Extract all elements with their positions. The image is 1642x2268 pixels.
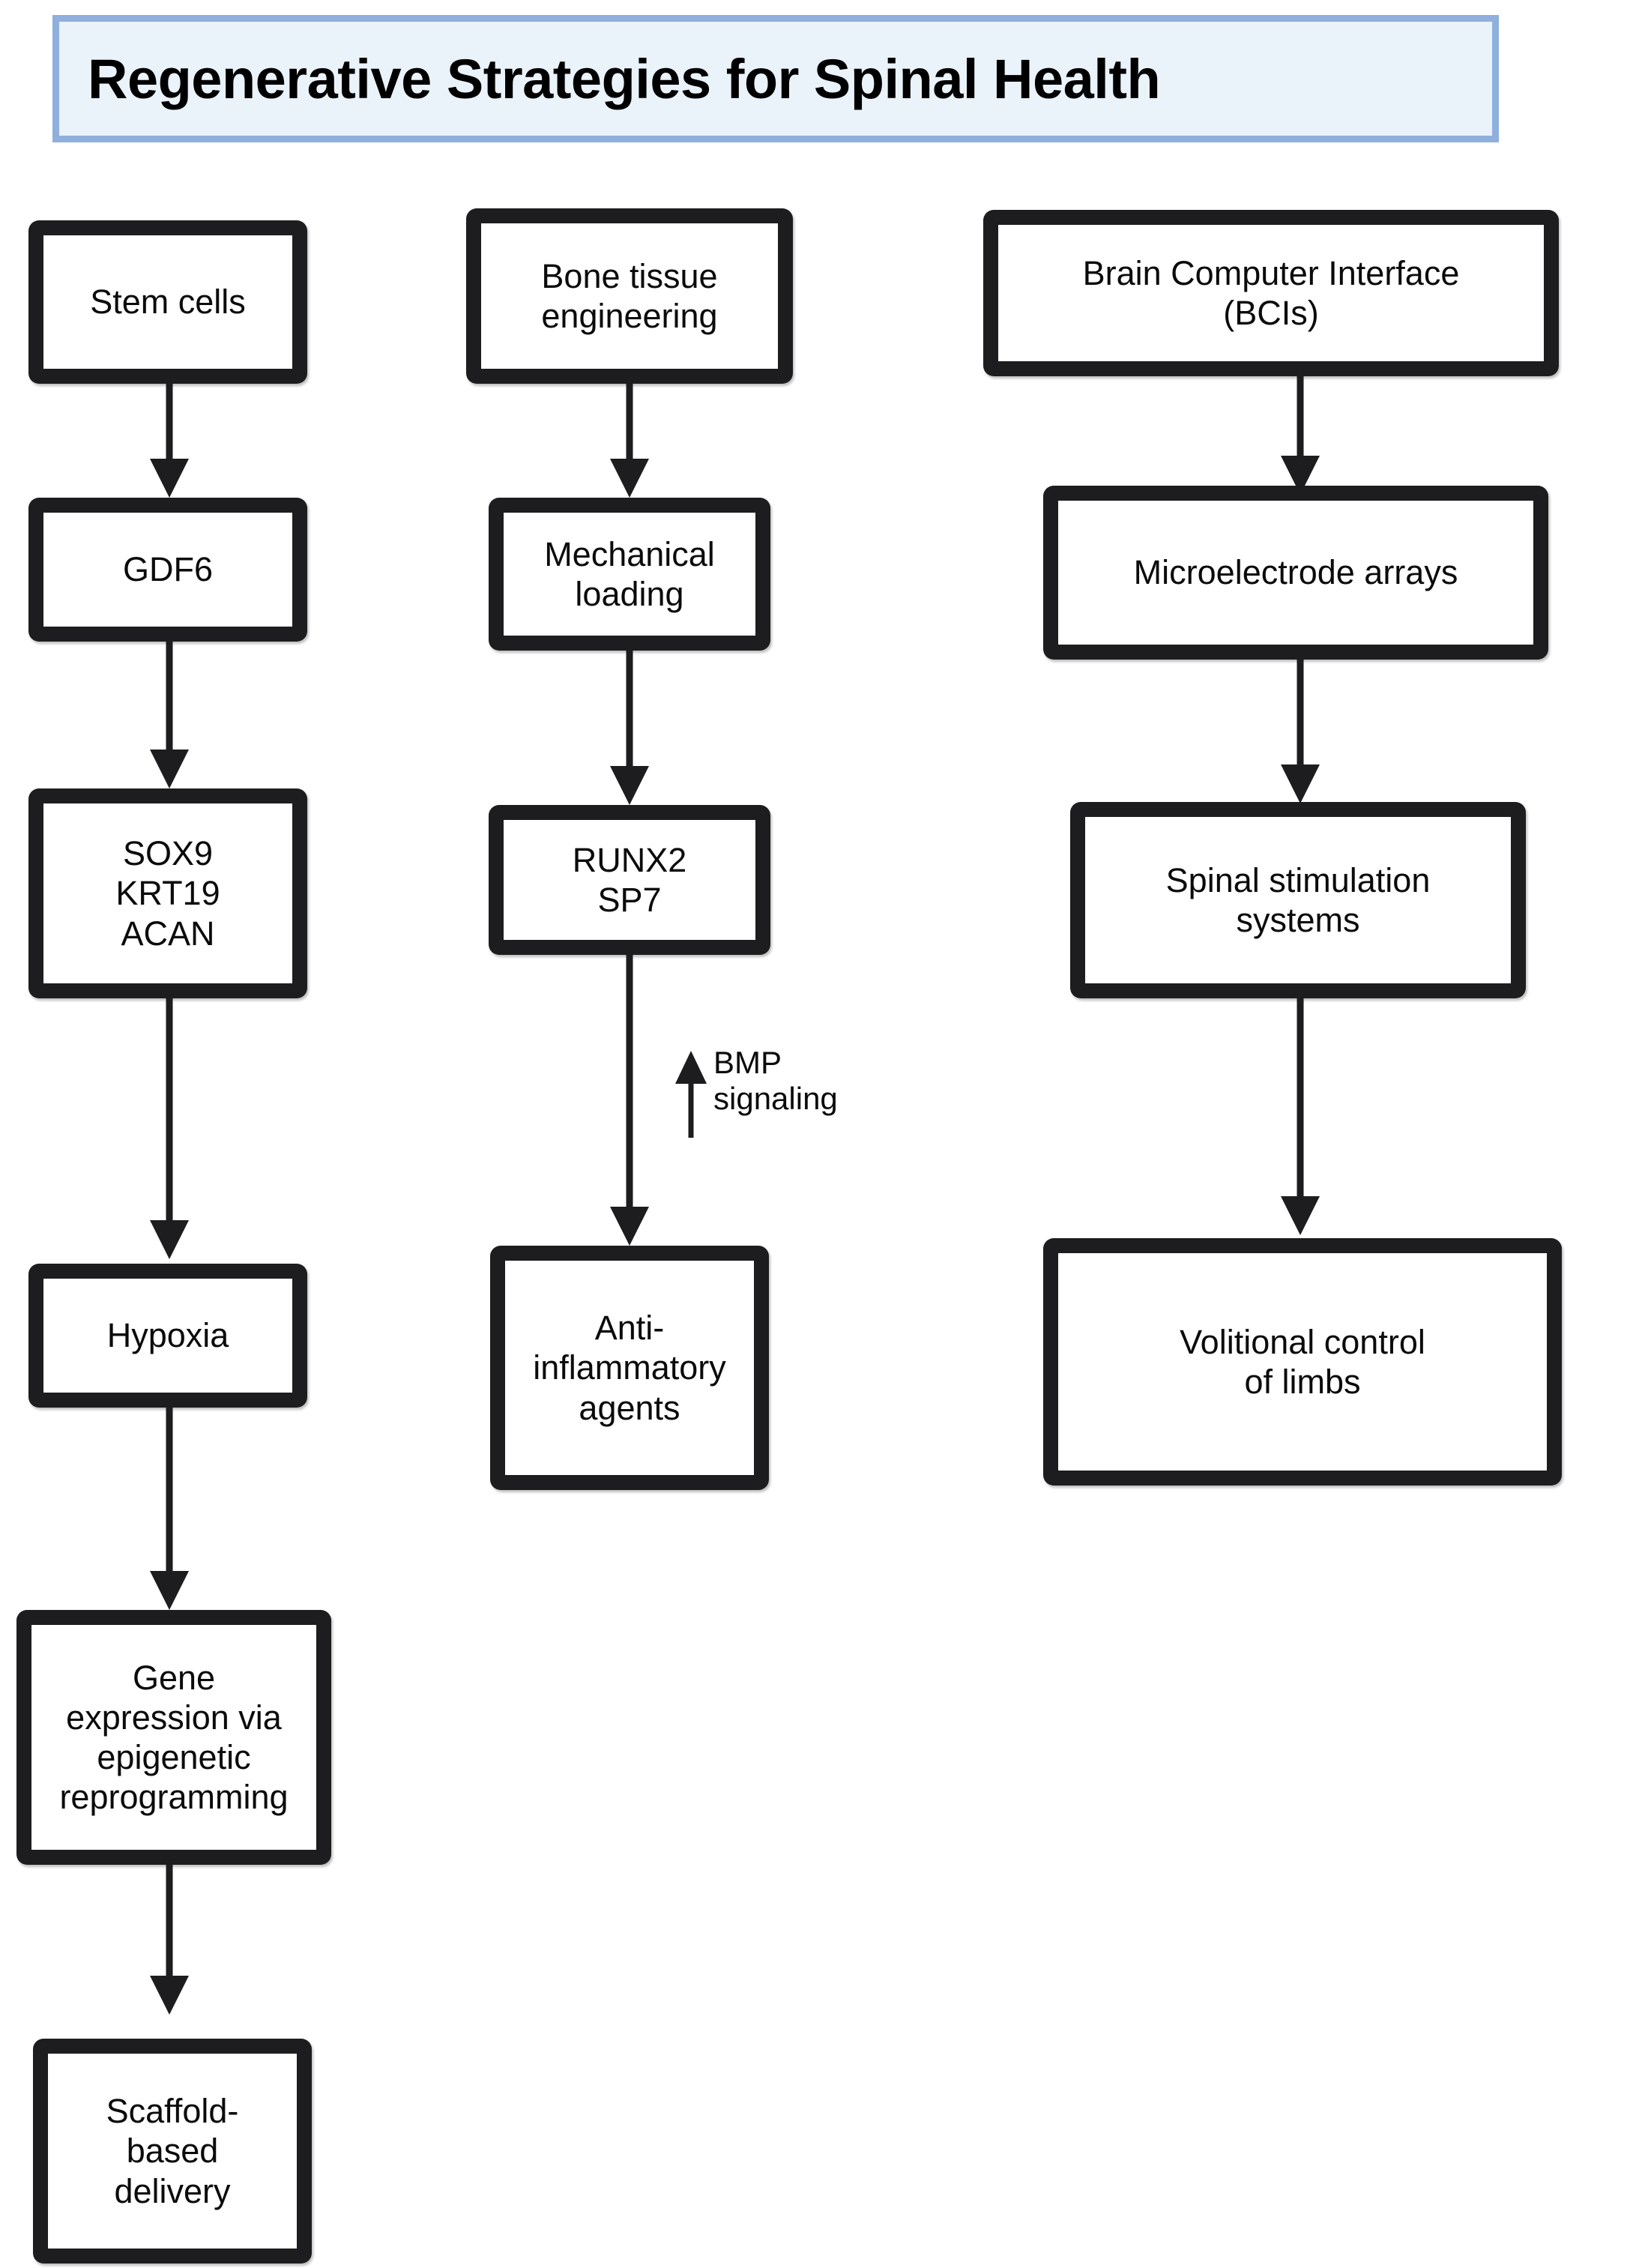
arrow-head — [610, 459, 649, 498]
arrow-head — [150, 459, 189, 498]
bmp-signaling-up-arrow-icon — [674, 1051, 707, 1138]
arrow-head — [1281, 764, 1320, 803]
node-spinal-stimulation-systems[interactable]: Spinal stimulation systems — [1070, 802, 1526, 998]
node-stem-cells-body: Stem cells — [43, 235, 292, 369]
arrow-shaft — [1297, 376, 1304, 459]
node-runx2-sp7-label: RUNX2 SP7 — [572, 840, 687, 919]
node-bone-tissue-label: Bone tissue engineering — [541, 256, 718, 335]
arrow-bci-to-microelectrode-arrays — [1281, 376, 1320, 495]
up-arrow-shaft — [688, 1082, 694, 1138]
node-stem-cells[interactable]: Stem cells — [28, 220, 307, 384]
arrow-shaft — [166, 1865, 173, 1979]
node-runx2-sp7-body: RUNX2 SP7 — [504, 820, 755, 940]
node-anti-inflammatory-body: Anti- inflammatory agents — [505, 1261, 754, 1475]
node-spinal-stimulation-body: Spinal stimulation systems — [1085, 817, 1511, 983]
arrow-head — [150, 1571, 189, 1610]
up-arrow-head — [675, 1051, 707, 1084]
node-scaffold-based-delivery[interactable]: Scaffold- based delivery — [33, 2039, 312, 2264]
node-gene-expression[interactable]: Gene expression via epigenetic reprogram… — [16, 1610, 331, 1865]
node-brain-computer-interface[interactable]: Brain Computer Interface (BCIs) — [983, 210, 1559, 376]
node-mechanical-loading-body: Mechanical loading — [504, 513, 755, 636]
node-anti-inflammatory-agents[interactable]: Anti- inflammatory agents — [490, 1246, 769, 1490]
arrow-microelectrode-to-spinal-stimulation — [1281, 660, 1320, 803]
arrow-head — [610, 766, 649, 805]
node-runx2-sp7[interactable]: RUNX2 SP7 — [489, 805, 770, 955]
arrow-bone-tissue-to-mechanical-loading — [610, 384, 649, 498]
node-mechanical-loading-label: Mechanical loading — [544, 534, 715, 613]
node-markers-sox9-krt19-acan[interactable]: SOX9 KRT19 ACAN — [28, 788, 307, 998]
node-scaffold-label: Scaffold- based delivery — [106, 2092, 239, 2210]
arrow-gene-expression-to-scaffold — [150, 1865, 189, 2015]
node-anti-inflammatory-label: Anti- inflammatory agents — [533, 1309, 726, 1427]
arrow-shaft — [166, 1408, 173, 1574]
node-hypoxia[interactable]: Hypoxia — [28, 1264, 307, 1408]
arrow-markers-to-hypoxia — [150, 998, 189, 1259]
arrow-head — [150, 1976, 189, 2015]
arrow-shaft — [626, 384, 633, 462]
node-hypoxia-body: Hypoxia — [43, 1279, 292, 1393]
arrow-head — [610, 1207, 649, 1246]
node-volitional-control-body: Volitional control of limbs — [1058, 1253, 1547, 1471]
node-microelectrode-arrays-label: Microelectrode arrays — [1133, 553, 1458, 592]
bmp-signaling-label: BMP signaling — [713, 1045, 838, 1117]
node-volitional-control-of-limbs[interactable]: Volitional control of limbs — [1043, 1238, 1562, 1486]
node-gdf6[interactable]: GDF6 — [28, 498, 307, 642]
node-spinal-stimulation-label: Spinal stimulation systems — [1165, 860, 1431, 939]
arrow-head — [150, 1220, 189, 1259]
arrow-runx2-to-anti-inflammatory — [610, 955, 649, 1246]
node-mechanical-loading[interactable]: Mechanical loading — [489, 498, 770, 651]
arrow-shaft — [1297, 660, 1304, 767]
node-bone-tissue-engineering[interactable]: Bone tissue engineering — [466, 208, 793, 384]
arrow-shaft — [166, 998, 173, 1223]
node-bci-body: Brain Computer Interface (BCIs) — [998, 225, 1544, 361]
diagram-title-banner: Regenerative Strategies for Spinal Healt… — [52, 15, 1499, 142]
node-bci-label: Brain Computer Interface (BCIs) — [1082, 253, 1460, 332]
node-hypoxia-label: Hypoxia — [106, 1316, 229, 1355]
arrow-shaft — [626, 955, 633, 1210]
node-markers-body: SOX9 KRT19 ACAN — [43, 803, 292, 983]
node-stem-cells-label: Stem cells — [90, 283, 246, 322]
arrow-gdf6-to-markers — [150, 642, 189, 788]
page-title: Regenerative Strategies for Spinal Healt… — [88, 47, 1161, 110]
node-gene-expression-body: Gene expression via epigenetic reprogram… — [31, 1625, 316, 1850]
arrow-stem-cells-to-gdf6 — [150, 384, 189, 498]
arrow-shaft — [166, 384, 173, 466]
node-microelectrode-arrays-body: Microelectrode arrays — [1058, 501, 1533, 645]
node-scaffold-body: Scaffold- based delivery — [48, 2054, 297, 2249]
node-volitional-control-label: Volitional control of limbs — [1180, 1322, 1425, 1401]
arrow-hypoxia-to-gene-expression — [150, 1408, 189, 1610]
node-gdf6-label: GDF6 — [122, 550, 213, 589]
arrow-shaft — [1297, 998, 1304, 1199]
arrow-head — [150, 750, 189, 788]
node-bone-tissue-body: Bone tissue engineering — [481, 223, 778, 369]
arrow-shaft — [166, 642, 173, 754]
node-microelectrode-arrays[interactable]: Microelectrode arrays — [1043, 486, 1548, 660]
arrow-shaft — [626, 651, 633, 769]
arrow-head — [1281, 1196, 1320, 1235]
node-gene-expression-label: Gene expression via epigenetic reprogram… — [59, 1658, 289, 1817]
arrow-spinal-stimulation-to-volitional-control — [1281, 998, 1320, 1235]
node-gdf6-body: GDF6 — [43, 513, 292, 627]
arrow-mechanical-loading-to-runx2 — [610, 651, 649, 805]
node-markers-label: SOX9 KRT19 ACAN — [115, 834, 220, 953]
